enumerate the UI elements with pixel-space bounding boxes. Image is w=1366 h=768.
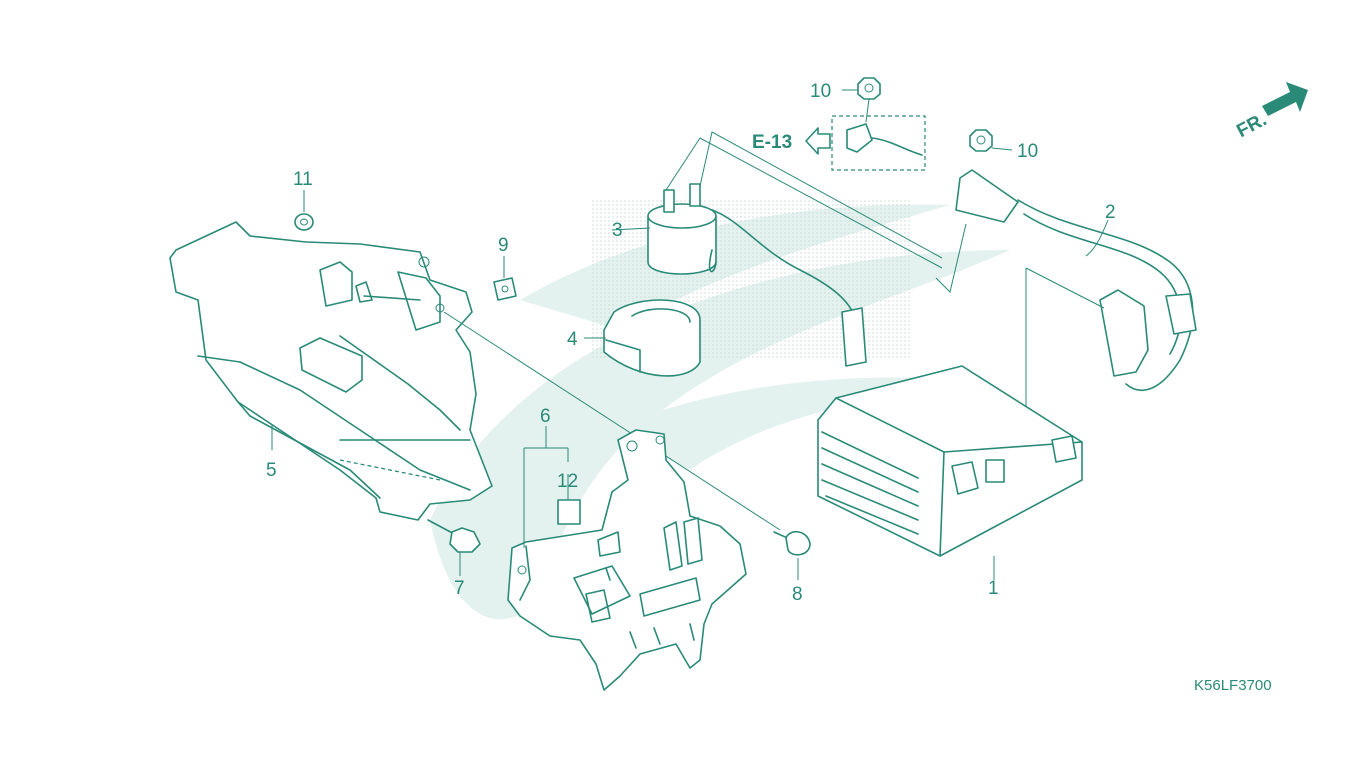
- nut-10-upper: [857, 77, 881, 100]
- callout-4: 4: [567, 329, 578, 350]
- relay-cover: [603, 299, 701, 377]
- callout-2: 2: [1105, 202, 1116, 223]
- callout-9: 9: [498, 235, 509, 256]
- starter-relay: [647, 183, 867, 367]
- diagram-code: K56LF3700: [1194, 677, 1272, 694]
- grommet: [294, 213, 314, 231]
- callout-8: 8: [792, 584, 803, 605]
- callout-10-upper: 10: [810, 81, 831, 102]
- callout-7: 7: [454, 578, 465, 599]
- clip-nut: [493, 277, 517, 301]
- callout-10-right: 10: [1017, 141, 1038, 162]
- callout-11: 11: [293, 169, 313, 190]
- front-label: FR.: [1233, 109, 1270, 142]
- nut-10-right: [969, 129, 993, 152]
- callout-5: 5: [266, 460, 277, 481]
- reference-e13: E-13: [752, 115, 926, 171]
- callout-1: 1: [988, 578, 999, 599]
- battery-box-bracket: [169, 221, 493, 521]
- battery-cable: [955, 169, 1197, 392]
- callout-3: 3: [612, 220, 623, 241]
- bolt: [427, 519, 481, 553]
- reference-label: E-13: [752, 132, 792, 153]
- callout-6: 6: [540, 406, 551, 427]
- battery: [817, 365, 1083, 557]
- front-arrow: FR.: [1233, 82, 1308, 142]
- callout-12: 12: [557, 471, 578, 492]
- screw: [773, 531, 811, 556]
- battery-tray: [507, 429, 747, 691]
- cushion-pad: [557, 499, 581, 525]
